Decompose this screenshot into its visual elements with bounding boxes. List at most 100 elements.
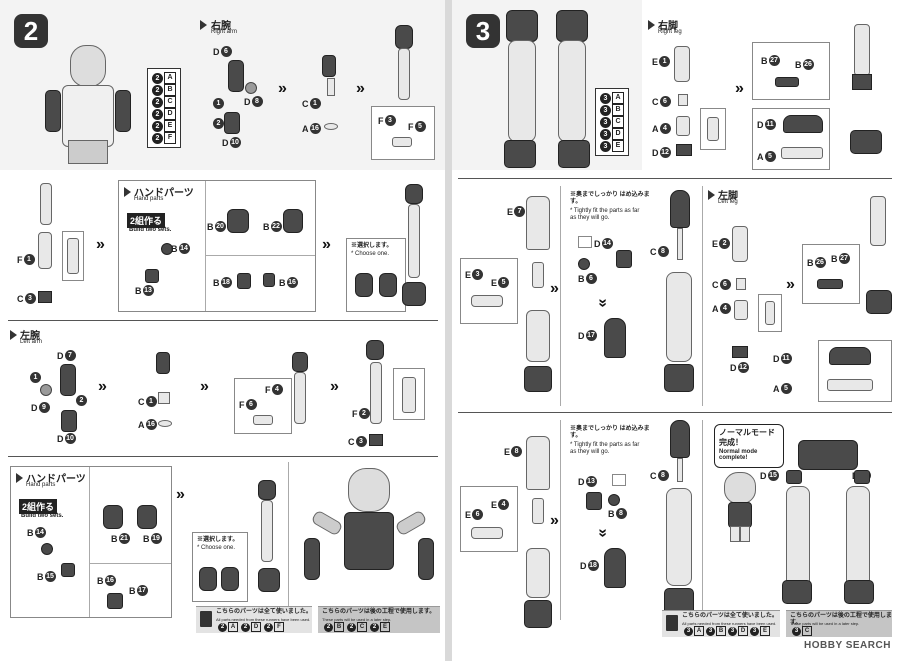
part-a5-illustration [827,379,873,391]
choose-one-jp: ※選択します。 [197,537,239,543]
next-arrow-icon: » [200,378,209,395]
hand-b22-illustration [283,209,303,233]
section-marker-icon [124,187,131,197]
next-arrow-icon: » [322,236,331,253]
boot-illustration [524,600,552,628]
part-b18-illustration [237,273,251,289]
hand-choice-panel-1: ※選択します。 * Choose one. [346,238,406,312]
build-two-sets-text: Build two sets. [21,513,64,519]
parts-used-footer: こちらのパーツは全て使いました。 All parts needed from t… [196,606,312,633]
build-two-sets-text: Build two sets. [129,227,172,233]
part-d12-illustration [676,144,692,156]
section-divider [8,320,438,321]
trash-icon [200,611,212,627]
hand-fist-illustration [258,568,280,592]
next-arrow-icon: » [786,276,795,293]
hand-parts-title: ハンドパーツ [134,188,194,199]
parts-used-en: All parts needed from these runners have… [682,621,777,626]
part-e3-e5-illustration [471,295,503,307]
leg-assembled-illustration [666,272,692,362]
part-c6-illustration [736,278,746,290]
forearm-cover-detail-panel [393,368,425,420]
knee-assembly-illustration [852,74,872,90]
hand-parts-title: ハンドパーツ [26,474,86,485]
tight-fit-note-en: * Tightly fit the parts as far as they w… [570,442,640,455]
arm-assembly-top-illustration [366,340,384,360]
choose-one-jp: ※選択します。 [351,243,393,249]
parts-used-footer: こちらのパーツは全て使いました。 All parts needed from t… [662,610,780,637]
completed-upper-body-illustration [304,468,434,598]
part-d17-illustration [604,318,626,358]
knee-joint-illustration [765,301,775,325]
part-d14-illustration [616,250,632,268]
next-arrow-icon: » [550,280,559,297]
right-leg-title: 右脚 [658,21,678,32]
hand-option-illustration [221,567,239,591]
arm-joint-illustration [327,78,335,96]
part-b16-illustration [263,273,275,287]
forearm-lower-illustration [38,232,52,269]
part-d9-illustration [40,384,52,396]
part-c6-illustration [678,94,688,106]
joint-peg-illustration [677,228,683,260]
next-arrow-icon: » [176,486,185,503]
forearm-illustration [261,500,273,562]
part-c3-illustration [369,434,383,446]
part-d13-illustration [586,492,602,510]
part-a4-illustration [734,300,748,320]
next-arrow-icon: » [356,80,365,97]
parts-later-footer: こちらのパーツは後の工程で使用します。 These parts will be … [318,606,440,633]
tight-fit-note-jp: ※奥までしっかり はめ込みます。 [570,192,650,205]
part-b26-b27-illustration [817,279,843,289]
parts-later-jp: こちらのパーツは後の工程で使用します。 [322,609,436,615]
trash-icon [666,615,678,631]
chibi-figure-illustration [716,472,762,542]
assembly-step-2: 2 [76,395,87,406]
parts-later-footer: こちらのパーツは後の工程で使用します。 These parts will be … [786,610,892,637]
parts-later-en: These parts will be used in a later step… [790,621,860,626]
forearm-illustration [408,204,420,278]
forearm-illustration [370,362,382,424]
step2-number: 2 [14,14,48,48]
boot-illustration [664,364,694,392]
part-f4-f6-illustration [253,415,273,425]
part-e4-e6-illustration [471,527,503,539]
assembly-step-1: 1 [213,98,224,109]
hand-b19-illustration [137,505,157,529]
parts-used-jp: こちらのパーツは全て使いました。 [682,613,778,619]
thigh-top-illustration [670,420,690,458]
part-b26-b27-illustration [775,77,799,87]
part-d11-illustration [783,115,823,133]
part-a5-illustration [781,147,823,159]
hand-option-illustration [379,273,397,297]
part-a4-illustration [676,116,690,136]
